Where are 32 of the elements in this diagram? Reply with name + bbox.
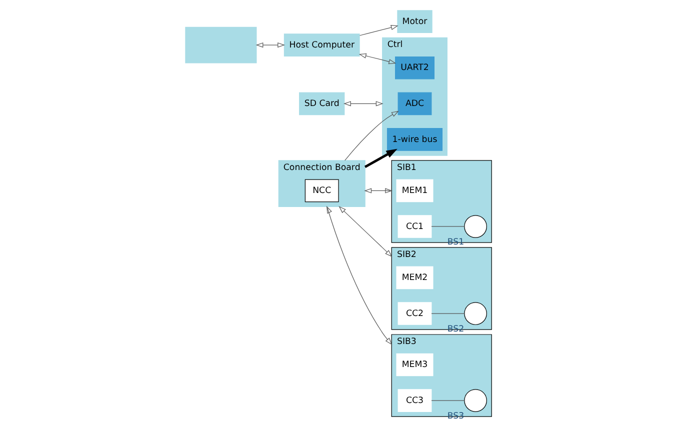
node-box: CC2 [398, 302, 432, 325]
connector [431, 313, 465, 314]
node-box: MEM3 [396, 353, 434, 376]
node-box: ADC [398, 92, 432, 116]
node-box: MEM2 [396, 266, 434, 290]
connector [431, 400, 465, 401]
node-circle [464, 215, 487, 238]
arrow [364, 148, 398, 168]
arrow [326, 206, 392, 345]
arrow [358, 53, 396, 64]
node-box: Motor [397, 10, 432, 33]
node-box: 1-wire bus [386, 128, 443, 151]
node-circle [464, 302, 487, 325]
arrow [256, 42, 285, 48]
node-box: NCC [304, 179, 339, 202]
node-box [185, 26, 257, 64]
node-box: SD Card [299, 92, 345, 116]
node-box: Host Computer [284, 34, 360, 56]
node-label: BS1 [447, 238, 464, 248]
node-box: UART2 [395, 56, 434, 80]
node-box: MEM1 [396, 179, 434, 202]
arrow [359, 24, 398, 36]
arrow [344, 101, 384, 106]
node-label: BS2 [447, 324, 464, 335]
node-box: CC3 [398, 389, 432, 412]
arrow [338, 206, 392, 257]
connector [431, 226, 465, 227]
arrow [344, 110, 399, 161]
node-box: CC1 [398, 215, 432, 238]
node-label: BS3 [447, 412, 464, 422]
arrow [364, 188, 393, 194]
node-circle [464, 389, 487, 412]
